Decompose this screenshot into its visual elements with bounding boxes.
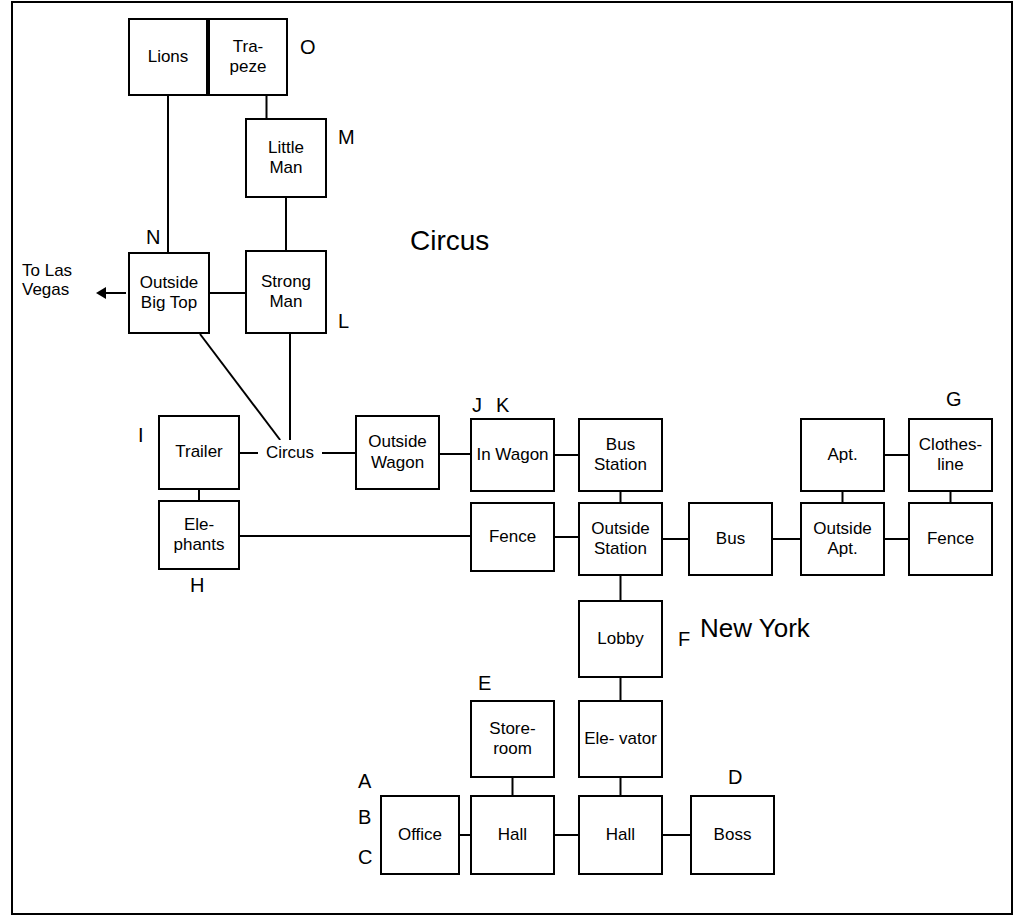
room-box: Apt. xyxy=(800,418,885,492)
location-letter: J xyxy=(472,394,482,416)
room-box: Bus Station xyxy=(578,418,663,492)
room-box: Outside Apt. xyxy=(800,502,885,576)
location-letter: B xyxy=(358,806,371,828)
room-name: Office xyxy=(398,825,442,845)
room-box: Outside Wagon xyxy=(355,415,440,490)
location-letter: K xyxy=(496,394,509,416)
passage-line xyxy=(555,536,578,538)
room-box: Boss xyxy=(690,795,775,875)
location-letter: N xyxy=(146,226,160,248)
room-box: Outside Station xyxy=(578,502,663,576)
passage-line xyxy=(322,452,355,454)
map-border xyxy=(12,2,1012,914)
room-box: Bus xyxy=(688,502,773,576)
room-box: Office xyxy=(380,795,460,875)
passage-line xyxy=(773,538,800,540)
room-name: Strong Man xyxy=(251,272,321,313)
location-letter: E xyxy=(478,672,491,694)
location-letter: H xyxy=(190,574,204,596)
room-name: Outside Apt. xyxy=(806,519,879,560)
location-letter: O xyxy=(300,36,316,58)
location-letter: F xyxy=(678,628,690,650)
room-box: Hall xyxy=(578,795,663,875)
room-name: Trailer xyxy=(175,442,223,462)
room-box: Ele- vator xyxy=(578,700,663,778)
room-name: Lobby xyxy=(597,629,643,649)
passage-line xyxy=(240,535,470,537)
room-name: Boss xyxy=(714,825,752,845)
room-box: Ele- phants xyxy=(158,500,240,570)
room-box: Lobby xyxy=(578,600,663,678)
exit-arrow-line xyxy=(104,292,126,294)
passage-line xyxy=(620,576,622,600)
passage-line xyxy=(555,454,578,456)
room-name: Fence xyxy=(927,529,974,549)
passage-line xyxy=(885,454,908,456)
room-name: Bus xyxy=(716,529,745,549)
passage-line xyxy=(620,678,622,700)
room-name: Hall xyxy=(606,825,635,845)
location-letter: D xyxy=(728,766,742,788)
location-letter: G xyxy=(946,388,962,410)
passage-line xyxy=(440,453,470,455)
room-name: Outside Wagon xyxy=(361,432,434,473)
room-name: Clothes- line xyxy=(914,435,987,476)
passage-line xyxy=(885,538,908,540)
room-name: Lions xyxy=(148,47,189,67)
room-name: Ele- phants xyxy=(164,515,234,556)
room-name: Outside Big Top xyxy=(134,273,204,314)
junction-label: Circus xyxy=(258,440,322,466)
room-name: In Wagon xyxy=(476,445,548,465)
location-letter: L xyxy=(338,310,349,332)
room-box: Outside Big Top xyxy=(128,252,210,334)
room-box: Little Man xyxy=(245,118,327,198)
passage-line xyxy=(167,96,169,252)
passage-line xyxy=(460,834,470,836)
room-box: Clothes- line xyxy=(908,418,993,492)
room-box: Fence xyxy=(908,502,993,576)
passage-line xyxy=(289,334,291,440)
passage-line xyxy=(266,96,268,118)
room-box: Store- room xyxy=(470,700,555,778)
passage-line xyxy=(240,452,258,454)
passage-line xyxy=(950,492,952,502)
room-name: Little Man xyxy=(251,138,321,179)
passage-line xyxy=(842,492,844,502)
location-letter: A xyxy=(358,770,371,792)
room-box: Trailer xyxy=(158,415,240,490)
room-box: In Wagon xyxy=(470,418,555,492)
passage-line xyxy=(620,492,622,502)
passage-line xyxy=(198,490,200,500)
passage-line xyxy=(285,198,287,250)
room-name: Circus xyxy=(266,443,314,463)
passage-line xyxy=(663,538,688,540)
room-name: Tra- peze xyxy=(214,37,282,78)
location-letter: M xyxy=(338,126,355,148)
room-name: Bus Station xyxy=(584,435,657,476)
room-box: Lions xyxy=(128,18,208,96)
region-title: Circus xyxy=(410,226,489,257)
passage-line xyxy=(512,778,514,795)
room-box: Hall xyxy=(470,795,555,875)
room-name: Apt. xyxy=(827,445,857,465)
passage-line xyxy=(663,834,690,836)
exit-arrow-head xyxy=(96,287,106,299)
passage-line xyxy=(555,834,578,836)
exit-label: To Las Vegas xyxy=(22,262,92,299)
region-title: New York xyxy=(700,614,810,643)
location-letter: C xyxy=(358,846,372,868)
room-box: Tra- peze xyxy=(208,18,288,96)
passage-line xyxy=(620,778,622,795)
room-name: Outside Station xyxy=(584,519,657,560)
passage-line xyxy=(210,292,245,294)
room-name: Store- room xyxy=(476,719,549,760)
room-name: Ele- vator xyxy=(584,729,657,749)
room-name: Fence xyxy=(489,527,536,547)
room-box: Fence xyxy=(470,502,555,572)
room-name: Hall xyxy=(498,825,527,845)
room-box: Strong Man xyxy=(245,250,327,334)
location-letter: I xyxy=(138,424,144,446)
